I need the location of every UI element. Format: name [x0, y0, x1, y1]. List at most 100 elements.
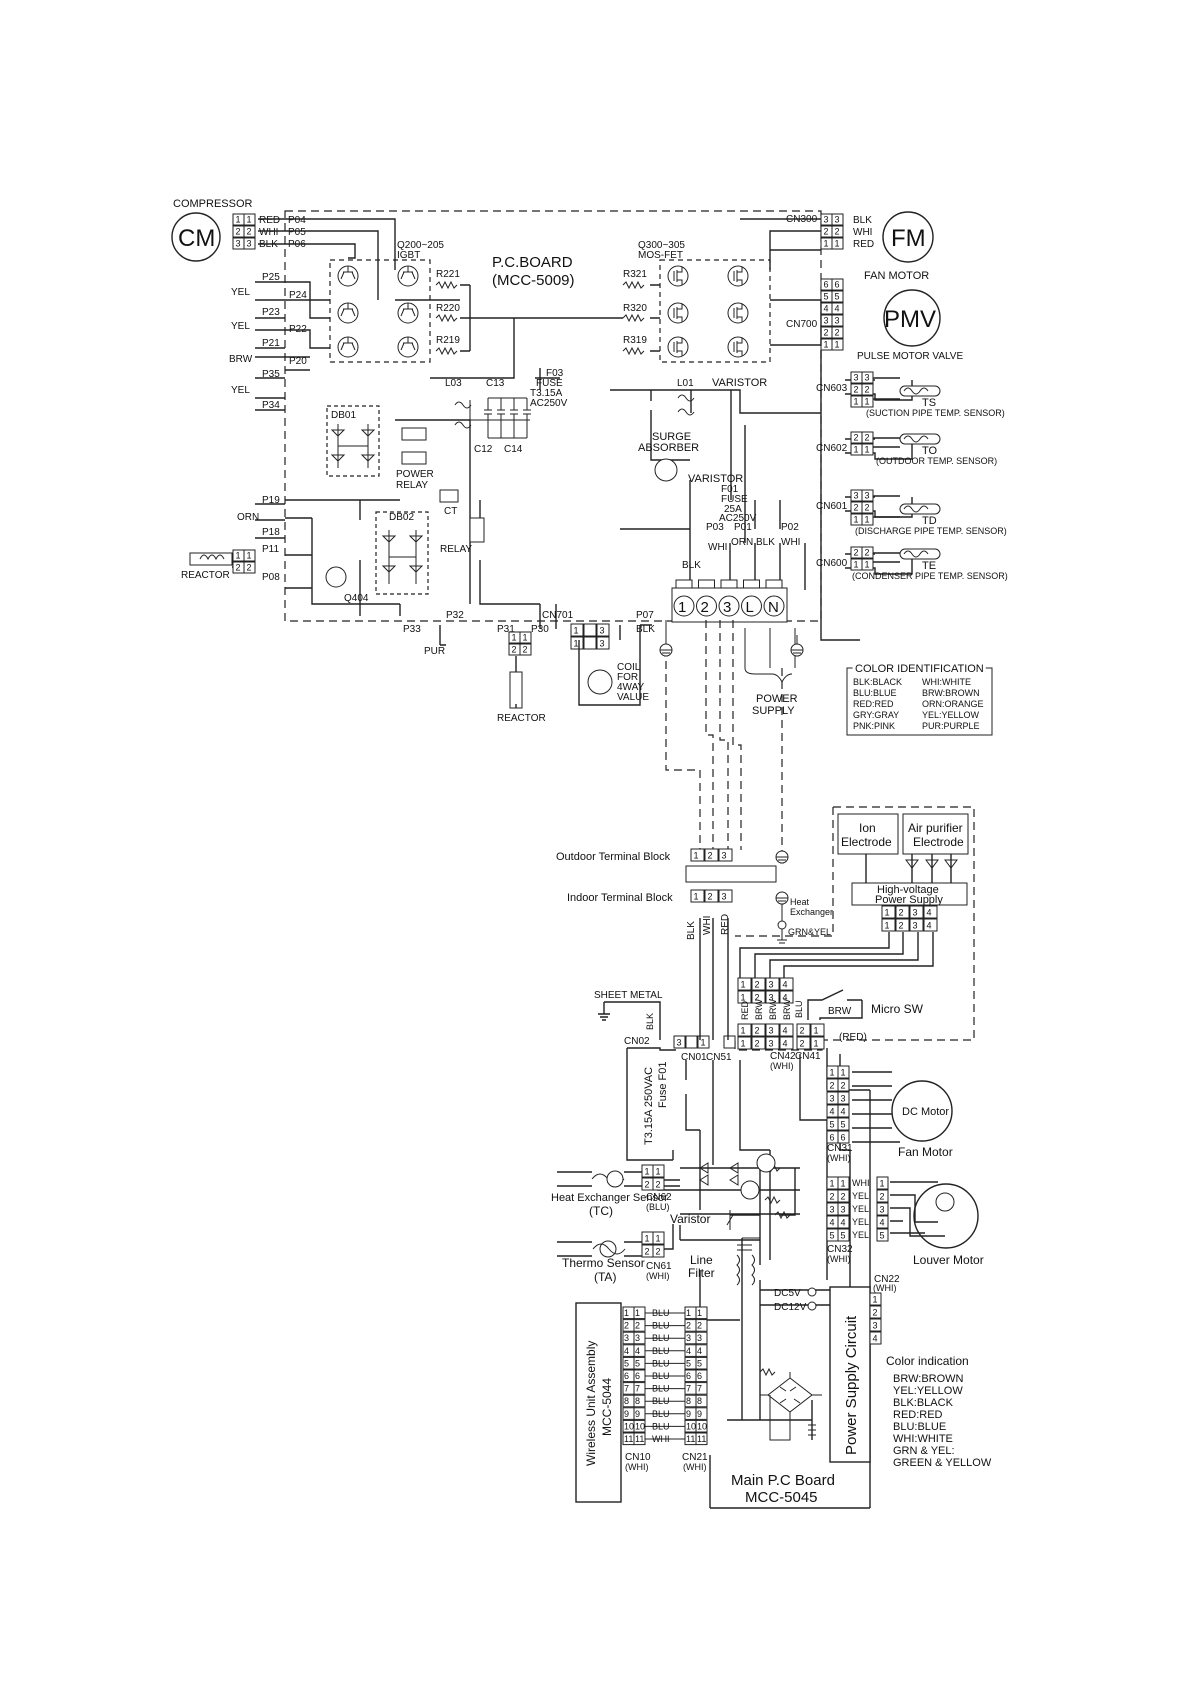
c13-label: C13: [486, 378, 505, 389]
cn21-pin-number: 3: [697, 1333, 702, 1343]
cn32Conn-pin: [837, 1176, 850, 1190]
resistor-r221: R221: [436, 269, 460, 280]
cn21-pin-number: 7: [686, 1384, 691, 1394]
sheet-metal-label: SHEET METAL: [594, 990, 663, 1001]
cn41-red: (RED): [839, 1032, 867, 1043]
cn21-pin-number: 3: [686, 1333, 691, 1343]
sensor-connector-pin: [861, 395, 874, 408]
c12-label: C12: [474, 444, 493, 455]
line-filter-cap: [737, 1244, 752, 1251]
cn21-pin: [695, 1306, 708, 1320]
cn31Conn-pin-number: 6: [830, 1133, 835, 1143]
power-relay-switch: [401, 451, 427, 465]
igbt-transistor-glyph: [340, 337, 356, 351]
comp-wire-color: WHI: [259, 227, 278, 238]
ground-symbols: [659, 620, 804, 657]
cn62Conn-pin: [652, 1164, 665, 1178]
cn21-color: (WHI): [683, 1462, 707, 1472]
color-id-entry: BRW:BROWN: [922, 688, 980, 698]
bottomConns-pin: [596, 636, 610, 650]
cn01-label: CN01: [681, 1052, 707, 1063]
he-sensor-label: Heat Exchanger Sensor: [551, 1192, 668, 1204]
p31-label: P31: [497, 624, 515, 635]
cn42Conn-pin-number: 1: [741, 993, 746, 1003]
cn22Conn-pin-number: 3: [873, 1321, 878, 1331]
fmConn-pin-number: 1: [835, 239, 840, 249]
reactorConn-pin-number: 2: [247, 563, 252, 573]
wire-blk-tb: BLK: [682, 560, 701, 571]
cn42Conn-pin: [737, 1036, 752, 1050]
bottomConns-pin: [519, 643, 532, 656]
sensor-desc: (SUCTION PIPE TEMP. SENSOR): [866, 408, 1005, 418]
louver-motor-symbol: [913, 1183, 979, 1249]
cn41-label: CN41: [795, 1051, 821, 1062]
fmConn-pin: [831, 225, 844, 238]
cn21-pin: [695, 1356, 708, 1370]
grn-yel-label: GRN&YEL: [788, 927, 831, 937]
cn41Conn-pin-number: 1: [814, 1039, 819, 1049]
cn10-pin-number: 9: [635, 1409, 640, 1419]
cn31Conn-pin-number: 4: [830, 1107, 835, 1117]
bottomConns-pin-number: 1: [523, 633, 528, 643]
cn32Conn-pin-number: 4: [841, 1218, 846, 1228]
hvConn-pin: [895, 918, 910, 932]
pmvConn-pin: [831, 302, 844, 315]
cn62Conn-pin: [652, 1177, 665, 1191]
color-indication-entry: BLK:BLACK: [893, 1397, 954, 1409]
cn42Conn-pin: [779, 1023, 794, 1037]
cn31Conn-pin-number: 6: [841, 1133, 846, 1143]
ion-electrode-box: [837, 813, 899, 855]
color-id-entry: BLU:BLUE: [853, 688, 897, 698]
db01-block: [326, 405, 380, 477]
tb-bridge: [685, 865, 777, 883]
wireless-wire-color: WHI: [652, 1434, 670, 1444]
mosfet-transistor: [667, 265, 689, 287]
cn32Conn-pin: [876, 1189, 889, 1203]
color-id-entry: RED:RED: [853, 699, 894, 709]
cn21-pin-number: 10: [697, 1421, 707, 1431]
bottomConns-pin: [519, 631, 532, 644]
port-p20: P20: [289, 356, 307, 367]
wire-blk-p07: BLK: [636, 624, 655, 635]
cn42-wire-brw1: BRW: [754, 999, 764, 1020]
cn32Conn-pin: [876, 1215, 889, 1229]
cn42Conn-pin: [779, 990, 794, 1004]
cn21-pin: [695, 1382, 708, 1395]
cn10-pin-number: 8: [635, 1396, 640, 1406]
reactorConn-pin: [243, 561, 256, 574]
bottomConns-pin-number: 2: [512, 645, 517, 655]
cn32Conn-pin-number: 5: [880, 1231, 885, 1241]
wire-yel-2: YEL: [231, 321, 250, 332]
line-filter-2: Filter: [688, 1266, 715, 1280]
fmConn-pin-number: 2: [835, 227, 840, 237]
hvConn-pin: [923, 918, 938, 932]
cn22Conn-pin: [869, 1318, 882, 1332]
cn62Conn-pin-number: 2: [645, 1180, 650, 1190]
cn01Conn-pin-number: 3: [677, 1038, 682, 1048]
cn21-pin-number: 2: [697, 1321, 702, 1331]
cn42Conn-pin-number: 1: [741, 980, 746, 990]
cn10-pin-number: 5: [624, 1358, 629, 1368]
mosfet-transistor: [667, 302, 689, 324]
thermo-label: Thermo Sensor: [562, 1256, 645, 1270]
sensor-cn-label: CN600: [816, 558, 848, 569]
pmvConn-pin-number: 6: [824, 280, 829, 290]
compConn-pin: [243, 237, 256, 250]
cn42Conn-pin: [737, 977, 752, 991]
heat-exchanger-sensor: [557, 1170, 680, 1188]
louver-motor-label: Louver Motor: [913, 1253, 984, 1267]
mosfet-transistors: [667, 265, 749, 358]
wireless-wire-color: BLU: [652, 1308, 670, 1318]
capacitor-bank: [469, 397, 531, 440]
cn42Conn-pin-number: 3: [769, 980, 774, 990]
hv-cables: [739, 932, 934, 978]
terminal-screw: [720, 579, 738, 589]
q404-label: Q404: [344, 593, 369, 604]
fan-motor-indoor-label: Fan Motor: [898, 1145, 953, 1159]
color-indication-entry: BLU:BLUE: [893, 1421, 946, 1433]
cn42-wire-brw3: BRW: [782, 999, 792, 1020]
resistor-r220: R220: [436, 303, 460, 314]
igbt-transistor-glyph: [340, 303, 356, 317]
port-p22: P22: [289, 324, 307, 335]
